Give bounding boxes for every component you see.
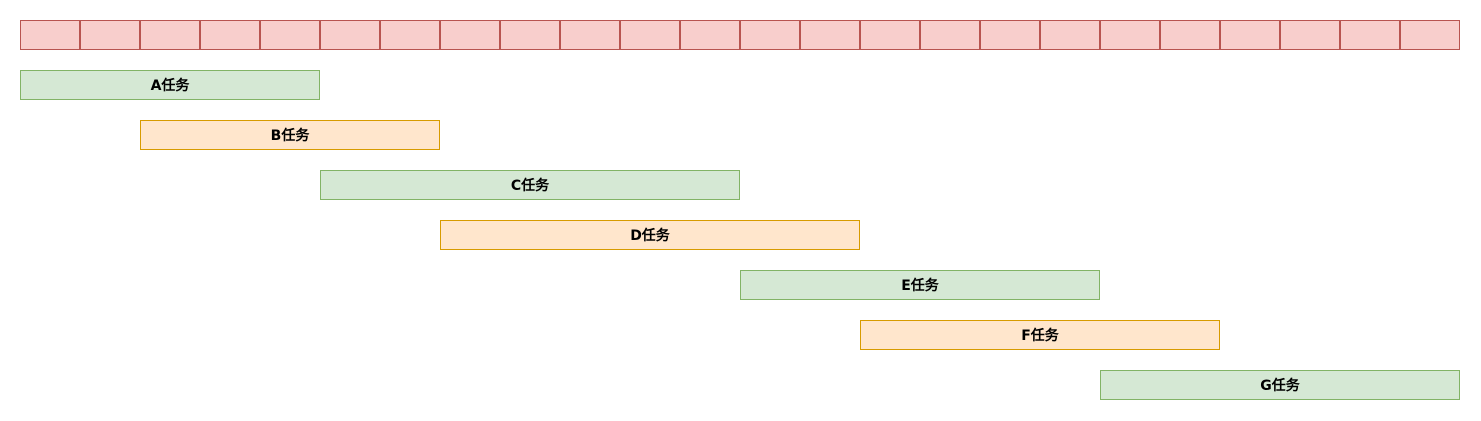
timeline-cell bbox=[80, 20, 140, 50]
task-label: F任务 bbox=[1021, 328, 1059, 344]
timeline-cell bbox=[620, 20, 680, 50]
timeline-cell bbox=[260, 20, 320, 50]
task-bar: A任务 bbox=[20, 70, 320, 100]
timeline-cell bbox=[500, 20, 560, 50]
task-bar: D任务 bbox=[440, 220, 860, 250]
timeline-cell bbox=[200, 20, 260, 50]
task-bar: G任务 bbox=[1100, 370, 1460, 400]
task-label: E任务 bbox=[901, 278, 939, 294]
timeline-cell bbox=[1220, 20, 1280, 50]
timeline-cell bbox=[20, 20, 80, 50]
task-bar: F任务 bbox=[860, 320, 1220, 350]
timeline-cell bbox=[320, 20, 380, 50]
task-bar: C任务 bbox=[320, 170, 740, 200]
task-label: G任务 bbox=[1260, 378, 1300, 394]
timeline-cell bbox=[1400, 20, 1460, 50]
task-label: A任务 bbox=[150, 78, 190, 94]
timeline-cell bbox=[920, 20, 980, 50]
timeline-cell bbox=[860, 20, 920, 50]
timeline-cell bbox=[1040, 20, 1100, 50]
timeline-cell bbox=[1160, 20, 1220, 50]
timeline-cell bbox=[440, 20, 500, 50]
task-bar: E任务 bbox=[740, 270, 1100, 300]
timeline-cell bbox=[140, 20, 200, 50]
timeline-cell bbox=[380, 20, 440, 50]
timeline-cell bbox=[980, 20, 1040, 50]
timeline-cell bbox=[680, 20, 740, 50]
timeline-cell bbox=[740, 20, 800, 50]
timeline-cell bbox=[560, 20, 620, 50]
timeline-cell bbox=[1280, 20, 1340, 50]
task-label: D任务 bbox=[630, 228, 670, 244]
task-label: B任务 bbox=[270, 128, 310, 144]
timeline-cell bbox=[1100, 20, 1160, 50]
timeline-cell bbox=[1340, 20, 1400, 50]
task-bar: B任务 bbox=[140, 120, 440, 150]
task-label: C任务 bbox=[510, 178, 550, 194]
timeline-cell bbox=[800, 20, 860, 50]
